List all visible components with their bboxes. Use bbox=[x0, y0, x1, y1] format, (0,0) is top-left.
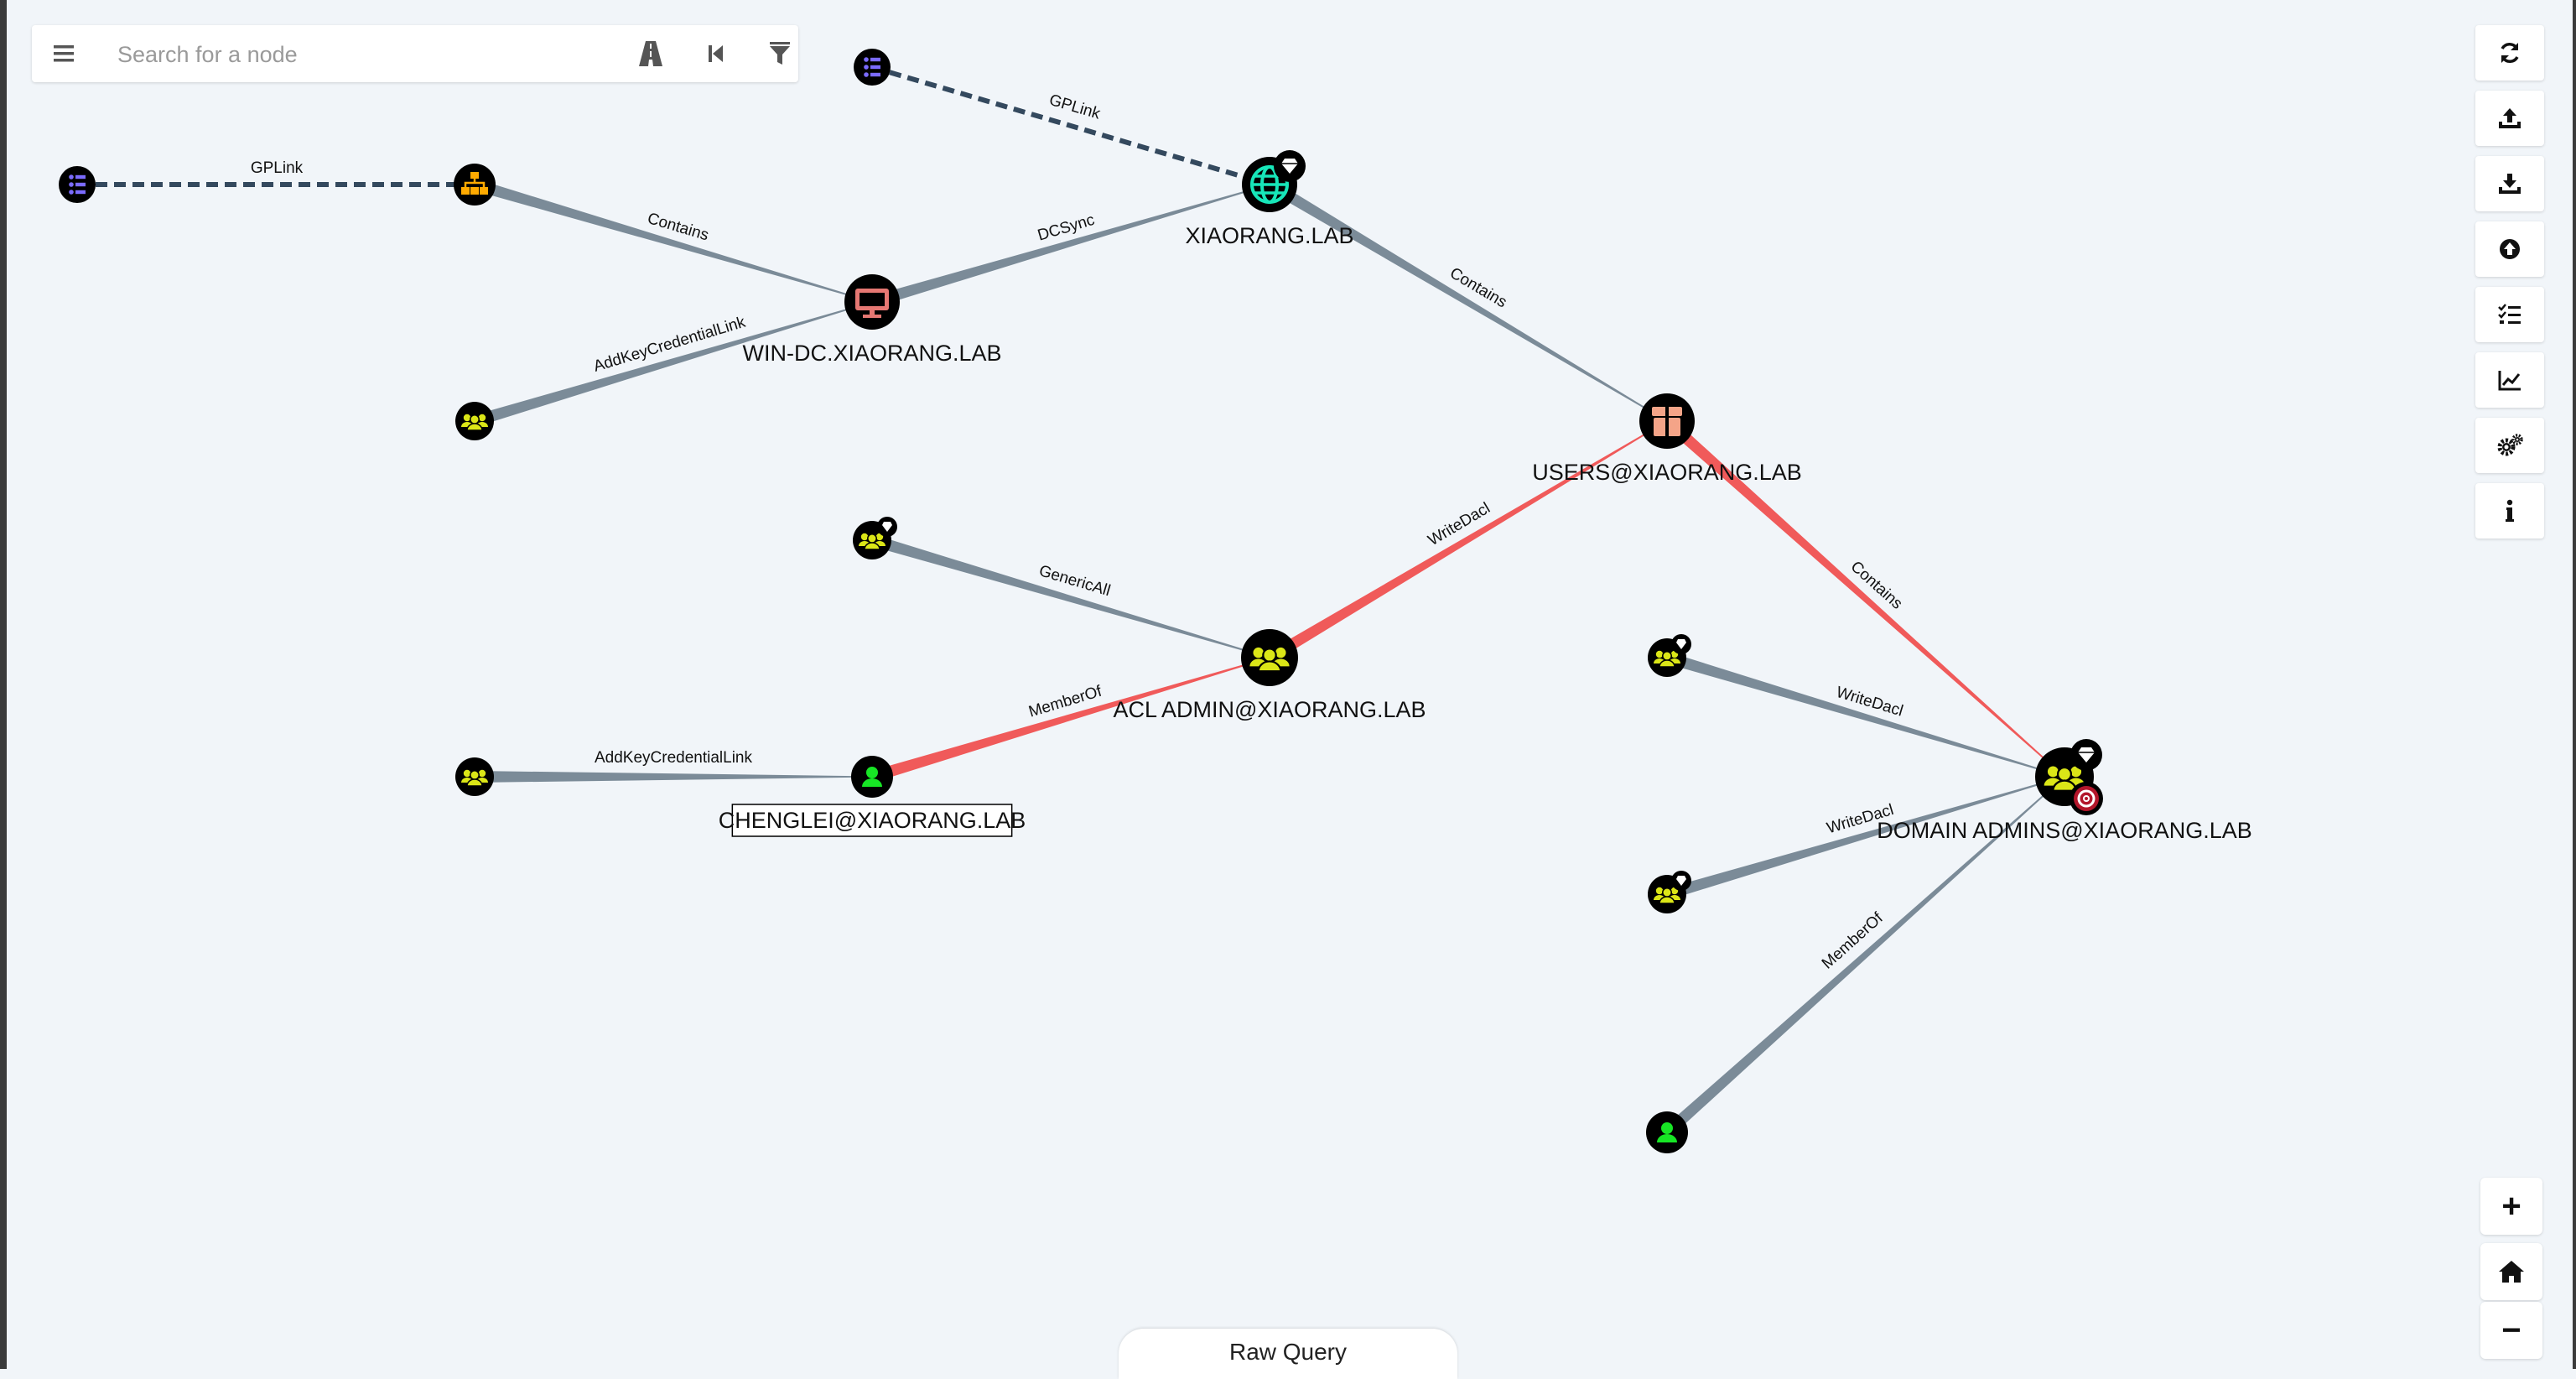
circle-arrow-up-icon bbox=[2500, 239, 2520, 259]
edge-addkeycredentiallink[interactable] bbox=[472, 301, 873, 427]
plus-icon: + bbox=[2501, 1187, 2521, 1225]
pathfinding-button[interactable] bbox=[632, 35, 669, 72]
road-icon bbox=[639, 41, 662, 66]
back-button[interactable] bbox=[698, 35, 735, 72]
menu-button[interactable] bbox=[45, 35, 82, 72]
node-windc[interactable] bbox=[844, 274, 900, 330]
edge-dcsync[interactable] bbox=[870, 184, 1270, 308]
edge-genericall[interactable] bbox=[870, 534, 1270, 658]
refresh-button[interactable] bbox=[2475, 25, 2544, 81]
statistics-button[interactable] bbox=[2475, 352, 2544, 408]
node-grp2[interactable] bbox=[853, 517, 897, 559]
edge-label: AddKeyCredentialLink bbox=[595, 749, 753, 767]
node-label: USERS@XIAORANG.LAB bbox=[1532, 460, 1802, 485]
node-domain[interactable] bbox=[1242, 150, 1306, 212]
node-grp4[interactable] bbox=[1648, 634, 1691, 677]
info-button[interactable] bbox=[2475, 483, 2544, 539]
edge-label: GPLink bbox=[1047, 91, 1103, 123]
selected-label-box bbox=[731, 804, 1013, 837]
filter-button[interactable] bbox=[761, 35, 798, 72]
home-icon bbox=[2499, 1261, 2524, 1283]
import-button[interactable] bbox=[2475, 156, 2544, 211]
node-acladmin[interactable] bbox=[1241, 629, 1298, 686]
edge-contains[interactable] bbox=[473, 179, 873, 303]
node-label: CHENGLEI@XIAORANG.LAB bbox=[719, 808, 1026, 833]
filter-icon bbox=[770, 42, 790, 65]
edge-addkeycredentiallink[interactable] bbox=[475, 771, 872, 783]
zoom-in-button[interactable]: + bbox=[2480, 1178, 2542, 1235]
edge-contains[interactable] bbox=[1266, 179, 1668, 422]
search-input[interactable] bbox=[116, 35, 622, 74]
node-ou1[interactable] bbox=[454, 164, 496, 206]
edge-memberof[interactable] bbox=[870, 657, 1270, 783]
menu-icon bbox=[54, 45, 74, 62]
search-bar bbox=[32, 25, 798, 82]
node-label: XIAORANG.LAB bbox=[1185, 223, 1353, 248]
node-gpo2[interactable] bbox=[59, 166, 96, 203]
export-button[interactable] bbox=[2475, 91, 2544, 146]
node-domainadmins[interactable] bbox=[2035, 739, 2103, 815]
edge-writedacl[interactable] bbox=[1266, 420, 1668, 663]
node-users[interactable] bbox=[1639, 393, 1695, 449]
download-icon bbox=[2499, 174, 2521, 194]
node-user2[interactable] bbox=[1646, 1111, 1688, 1153]
node-label: WIN-DC.XIAORANG.LAB bbox=[742, 341, 1001, 366]
raw-query-toggle[interactable]: Raw Query bbox=[1119, 1329, 1457, 1379]
window-frame-right bbox=[2573, 0, 2576, 1369]
node-grp5[interactable] bbox=[1648, 871, 1691, 913]
line-chart-icon bbox=[2498, 371, 2521, 391]
node-gpo1[interactable] bbox=[854, 49, 891, 86]
edge-label: Contains bbox=[1446, 264, 1509, 311]
node-label: ACL ADMIN@XIAORANG.LAB bbox=[1113, 697, 1426, 722]
node-circle bbox=[454, 164, 496, 206]
upload-icon bbox=[2499, 108, 2521, 128]
edge-memberof[interactable] bbox=[1663, 776, 2065, 1137]
upload-data-button[interactable] bbox=[2475, 221, 2544, 277]
window-frame-left bbox=[0, 0, 7, 1369]
gears-icon bbox=[2497, 434, 2523, 456]
edge-contains[interactable] bbox=[1663, 416, 2065, 778]
edge-label: GPLink bbox=[251, 159, 304, 177]
settings-button[interactable] bbox=[2475, 418, 2544, 473]
edge-label: WriteDacl bbox=[1834, 684, 1905, 721]
task-list-icon bbox=[2498, 304, 2521, 324]
zoom-out-button[interactable]: − bbox=[2480, 1302, 2542, 1359]
minus-icon: − bbox=[2501, 1311, 2521, 1349]
info-icon bbox=[2506, 499, 2514, 522]
skip-back-icon bbox=[709, 45, 723, 62]
home-button[interactable] bbox=[2480, 1243, 2542, 1300]
node-label: DOMAIN ADMINS@XIAORANG.LAB bbox=[1877, 818, 2252, 843]
query-list-button[interactable] bbox=[2475, 287, 2544, 342]
edge-label: MemberOf bbox=[1026, 683, 1104, 721]
node-grp3[interactable] bbox=[455, 757, 494, 796]
node-chenglei[interactable] bbox=[851, 756, 893, 798]
edge-gplink[interactable] bbox=[871, 65, 1270, 187]
edge-writedacl[interactable] bbox=[1665, 776, 2065, 900]
node-grp1[interactable] bbox=[455, 402, 494, 440]
refresh-icon bbox=[2501, 43, 2519, 63]
edge-writedacl[interactable] bbox=[1665, 652, 2065, 778]
